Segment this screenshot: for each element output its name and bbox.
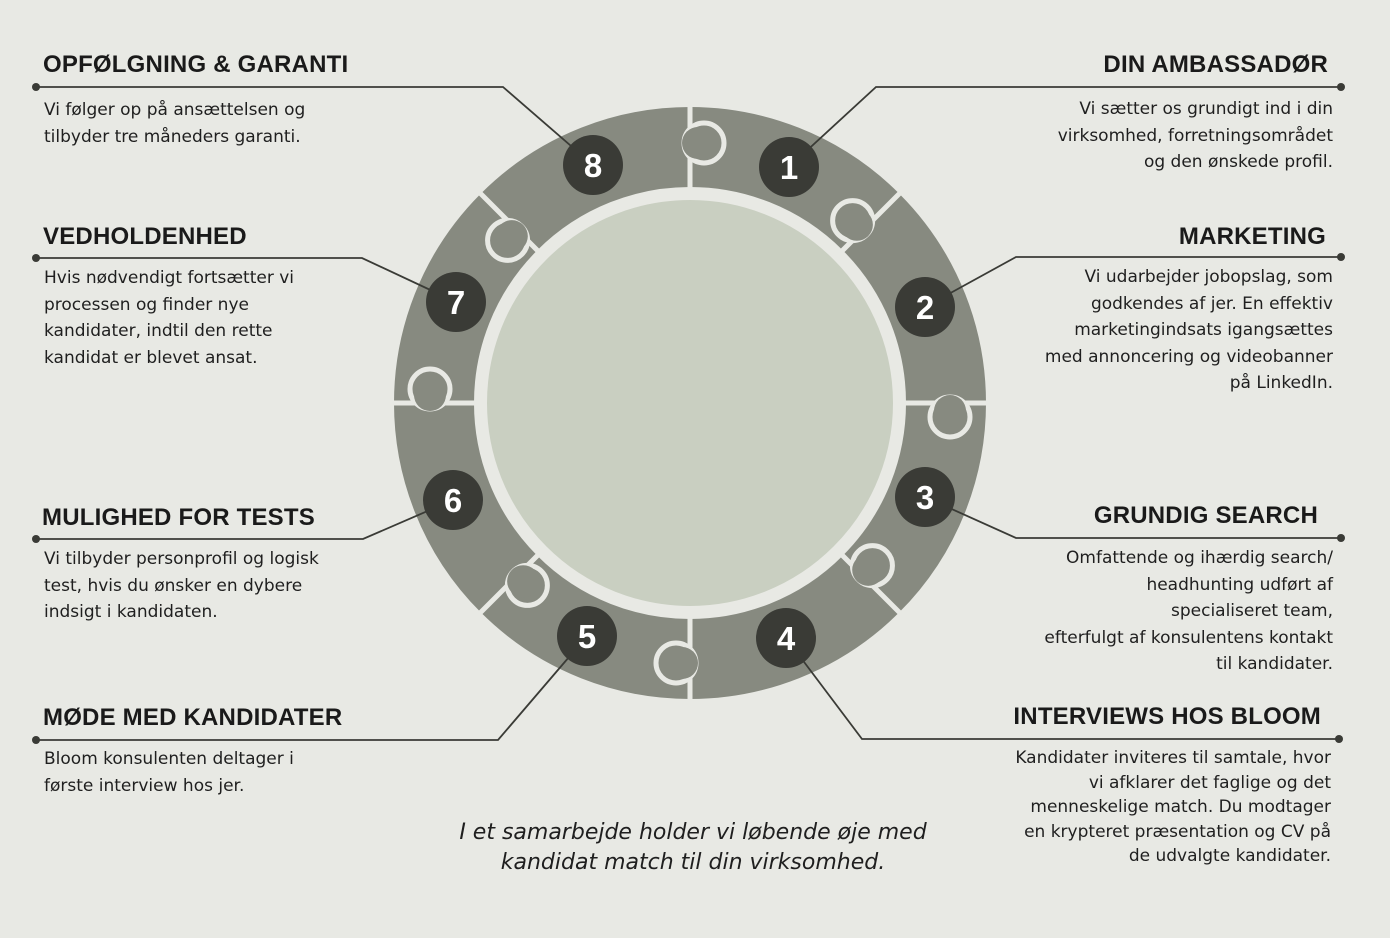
step-6-line-3: indsigt i kandidaten. [44,602,218,622]
puzzle-knob-fill [682,127,714,159]
step-3-line-2: headhunting udført af [1146,574,1333,595]
step-8-title: OPFØLGNING & GARANTI [43,51,349,78]
step-5-connector [36,635,588,741]
footer-line-2: kandidat match til din virksomhed. [500,850,886,875]
step-8-line-2: tilbyder tre måneders garanti. [44,126,301,147]
step-6-line-1: Vi tilbyder personprofil og logisk [44,549,319,569]
step-4-number: 4 [777,620,796,657]
step-6-title: MULIGHED FOR TESTS [42,504,315,531]
step-8-badge [563,135,623,195]
step-5-line-1: Bloom konsulenten deltager i [44,749,294,769]
step-7-title: VEDHOLDENHED [43,223,247,250]
step-5-description: Bloom konsulenten deltager i første inte… [44,746,294,799]
step-7-line-4: kandidat er blevet ansat. [44,347,258,368]
step-5-line-2: første interview hos jer. [44,775,245,796]
step-1-connector-dot [1337,83,1345,91]
puzzle-knob-fill [840,208,873,241]
step-badges: 1 2 3 4 5 6 7 8 [423,135,955,668]
puzzle-knob-fill [666,647,698,679]
step-2-number: 2 [916,289,934,326]
step-1-badge [759,137,819,197]
step-4-line-1: Kandidater inviteres til samtale, hvor [1015,748,1331,768]
step-5-badge [557,606,617,666]
step-2-line-5: på LinkedIn. [1229,373,1333,393]
step-8-description: Vi følger op på ansættelsen og tilbyder … [44,97,305,150]
step-6-number: 6 [444,482,462,519]
step-2-line-2: godkendes af jer. En effektiv [1090,293,1333,314]
step-3-number: 3 [916,479,934,516]
connector-lines [32,83,1345,744]
puzzle-knob-fill [852,553,885,586]
step-7-line-2: processen og finder nye [44,294,249,315]
step-3-description: Omfattende og ihærdig search/ headhuntin… [1044,545,1333,678]
step-1-line-3: og den ønskede profil. [1143,152,1333,172]
step-2-badge [895,277,955,337]
step-7-badge [426,272,486,332]
step-4-description: Kandidater inviteres til samtale, hvor v… [1015,746,1331,869]
step-4-title: INTERVIEWS HOS BLOOM [1013,703,1321,730]
puzzle-knob-fill [495,220,528,253]
step-2-connector [924,256,1341,308]
step-5-title: MØDE MED KANDIDATER [43,704,343,731]
step-6-connector-dot [32,535,40,543]
step-8-connector-dot [32,83,40,91]
step-2-description: Vi udarbejder jobopslag, som godkendes a… [1045,264,1333,397]
footer-line-1: I et samarbejde holder vi løbende øje me… [459,820,927,845]
step-7-line-3: kandidater, indtil den rette [44,321,273,341]
step-8-line-1: Vi følger op på ansættelsen og [44,100,306,120]
step-5-connector-dot [32,736,40,744]
step-4-line-2: vi afklarer det faglige og det [1088,772,1331,793]
step-2-connector-dot [1337,253,1345,261]
puzzle-knob-fill [507,565,540,598]
step-3-line-3: specialiseret team, [1170,601,1333,621]
step-2-line-3: marketingindsats igangsættes [1074,320,1333,340]
step-6-connector [36,499,454,540]
step-3-line-4: efterfulgt af konsulentens kontakt [1044,627,1333,648]
puzzle-knob-fill [934,395,966,427]
step-4-connector [785,637,1339,740]
step-4-line-5: de udvalgte kandidater. [1128,846,1331,866]
step-1-connector [788,86,1341,168]
step-2-line-1: Vi udarbejder jobopslag, som [1084,267,1334,287]
step-3-line-1: Omfattende og ihærdig search/ [1066,548,1333,568]
step-7-connector-dot [32,254,40,262]
step-4-line-3: menneskelige match. Du modtager [1030,797,1331,817]
step-4-connector-dot [1335,735,1343,743]
footer-note: I et samarbejde holder vi løbende øje me… [393,818,993,878]
step-3-badge [895,467,955,527]
step-1-description: Vi sætter os grundigt ind i din virksomh… [1058,96,1333,176]
step-8-connector [36,86,594,166]
step-7-line-1: Hvis nødvendigt fortsætter vi [44,268,295,288]
step-3-title: GRUNDIG SEARCH [1093,502,1318,529]
step-7-connector [36,257,457,303]
step-2-title: MARKETING [1178,223,1326,250]
step-8-number: 8 [584,147,602,184]
step-3-connector [924,496,1341,539]
step-1-line-1: Vi sætter os grundigt ind i din [1079,99,1333,119]
step-6-badge [423,470,483,530]
step-3-connector-dot [1337,534,1345,542]
step-5-number: 5 [578,618,596,655]
puzzle-knob-fill [414,379,446,411]
step-4-line-4: en krypteret præsentation og CV på [1024,821,1331,842]
step-3-line-5: til kandidater. [1216,654,1333,674]
step-6-line-2: test, hvis du ønsker en dybere [44,575,303,596]
step-7-number: 7 [447,284,465,321]
step-2-line-4: med annoncering og videobanner [1044,346,1333,367]
center-circle [481,194,899,612]
step-4-badge [756,608,816,668]
step-1-line-2: virksomhed, forretningsområdet [1057,125,1333,146]
step-1-number: 1 [780,149,798,186]
step-6-description: Vi tilbyder personprofil og logisk test,… [44,546,319,626]
step-1-title: DIN AMBASSADØR [1103,51,1328,78]
step-7-description: Hvis nødvendigt fortsætter vi processen … [44,265,294,371]
puzzle-ring [392,105,988,701]
